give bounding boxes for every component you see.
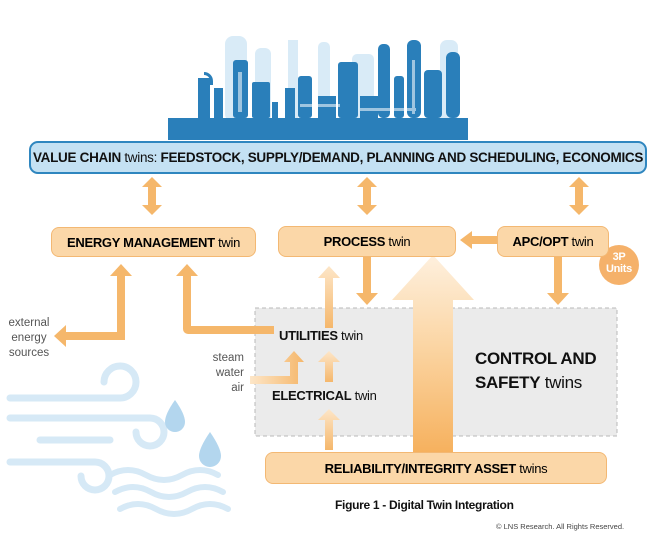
units-badge-circle [599, 245, 639, 285]
value-chain-arrows [142, 177, 589, 215]
inputs-label: steam water air [212, 352, 244, 394]
electrical-label: ELECTRICAL twin [272, 388, 377, 403]
electrical-to-utilities-arrow [318, 351, 340, 382]
water-drop-icon [165, 400, 221, 467]
units-badge: 3P Units [605, 251, 632, 275]
value-chain-box [29, 141, 647, 174]
utilities-to-process-arrow [318, 266, 340, 328]
reliability-to-electrical-arrow [318, 409, 340, 450]
reliability-box: RELIABILITY/INTEGRITY ASSET twins [265, 452, 607, 484]
copyright-text: © LNS Research. All Rights Reserved. [496, 522, 625, 531]
external-energy-label: external energy sources [8, 317, 50, 359]
wind-icon [6, 362, 168, 494]
refinery-windows [238, 60, 416, 114]
utilities-label: UTILITIES twin [279, 328, 363, 343]
utilities-to-energy-arrow [176, 264, 274, 334]
energy-external-arrow [54, 264, 132, 347]
apc-opt-box: APC/OPT twin [497, 226, 609, 257]
control-safety-label: CONTROL AND SAFETY twins [475, 349, 597, 392]
big-up-arrow [392, 255, 474, 452]
energy-management-box: ENERGY MANAGEMENT twin [51, 227, 256, 257]
inputs-to-utilities-arrow [250, 351, 304, 384]
apc-down-arrow [547, 255, 569, 305]
process-down-arrow [356, 255, 378, 305]
apc-to-process-arrow [460, 231, 498, 249]
water-waves-icon [107, 467, 231, 517]
value-chain-label: VALUE CHAIN twins: FEEDSTOCK, SUPPLY/DEM… [32, 150, 644, 165]
figure-caption: Figure 1 - Digital Twin Integration [335, 498, 514, 512]
process-box: PROCESS twin [278, 226, 456, 257]
